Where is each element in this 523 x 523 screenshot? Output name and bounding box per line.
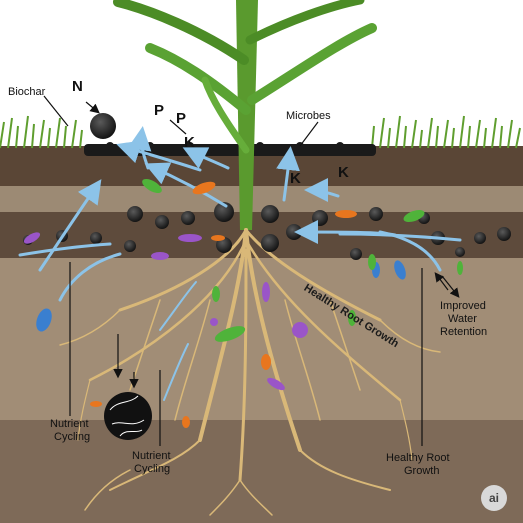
label-improved-water-retention-3: Retention bbox=[440, 326, 488, 338]
microbe-blue bbox=[36, 308, 52, 332]
microbe-purple bbox=[210, 318, 218, 326]
microbe-purple bbox=[292, 322, 308, 338]
label-potassium-1: K bbox=[184, 134, 195, 151]
microbe-orange bbox=[335, 210, 357, 218]
label-nitrogen: N bbox=[72, 78, 83, 95]
label-healthy-root-growth-1: Healthy Root bbox=[386, 452, 450, 464]
water-arrows bbox=[18, 126, 462, 401]
label-phosphorus-1: P bbox=[154, 102, 165, 119]
microbe-green bbox=[368, 254, 376, 270]
microbe-purple bbox=[178, 234, 202, 242]
ai-badge: ai bbox=[481, 485, 507, 511]
microbe-green bbox=[214, 326, 246, 342]
microbe-green bbox=[403, 209, 425, 223]
root-system bbox=[59, 228, 441, 516]
biochar-cluster bbox=[104, 392, 152, 440]
label-healthy-root-growth-2: Growth bbox=[404, 465, 440, 477]
microbe-green bbox=[212, 286, 220, 302]
microbe-orange bbox=[211, 235, 225, 241]
sky bbox=[0, 0, 523, 150]
label-nutrient-cycling-left-1: Nutrient bbox=[50, 418, 89, 430]
leader-lines bbox=[43, 95, 460, 446]
microbe-orange bbox=[192, 181, 216, 195]
microbes bbox=[23, 179, 463, 428]
microbe-purple bbox=[23, 232, 41, 244]
soil-band-light bbox=[0, 186, 523, 212]
label-potassium-3: K bbox=[338, 164, 349, 181]
microbe-orange bbox=[182, 416, 190, 428]
label-improved-water-retention-2: Water bbox=[448, 313, 477, 325]
grass-right bbox=[371, 115, 521, 149]
microbe-blue bbox=[394, 260, 406, 280]
soil-band-dark bbox=[0, 212, 523, 258]
microbe-green bbox=[457, 261, 463, 275]
biochar-lumps bbox=[23, 202, 511, 260]
microbe-green bbox=[142, 179, 162, 193]
microbe-purple bbox=[267, 377, 285, 391]
corn-plant bbox=[113, 0, 377, 230]
microbe-purple bbox=[151, 252, 169, 260]
label-phosphorus-2: P bbox=[176, 110, 187, 127]
label-improved-water-retention-1: Improved bbox=[440, 300, 486, 312]
label-nutrient-cycling-left-2: Cycling bbox=[54, 431, 91, 443]
microbe-green bbox=[348, 310, 356, 326]
microbe-purple bbox=[262, 282, 270, 302]
label-nutrient-cycling-mid-1: Nutrient bbox=[132, 450, 171, 462]
microbe-orange bbox=[90, 401, 102, 407]
label-microbes: Microbes bbox=[286, 110, 331, 122]
label-nutrient-cycling-mid-2: Cycling bbox=[134, 463, 171, 475]
label-potassium-2: K bbox=[290, 170, 301, 187]
microbe-orange bbox=[261, 354, 271, 370]
label-biochar: Biochar bbox=[8, 86, 46, 98]
grass-left bbox=[0, 115, 83, 149]
biochar-piece-icon bbox=[90, 113, 116, 139]
